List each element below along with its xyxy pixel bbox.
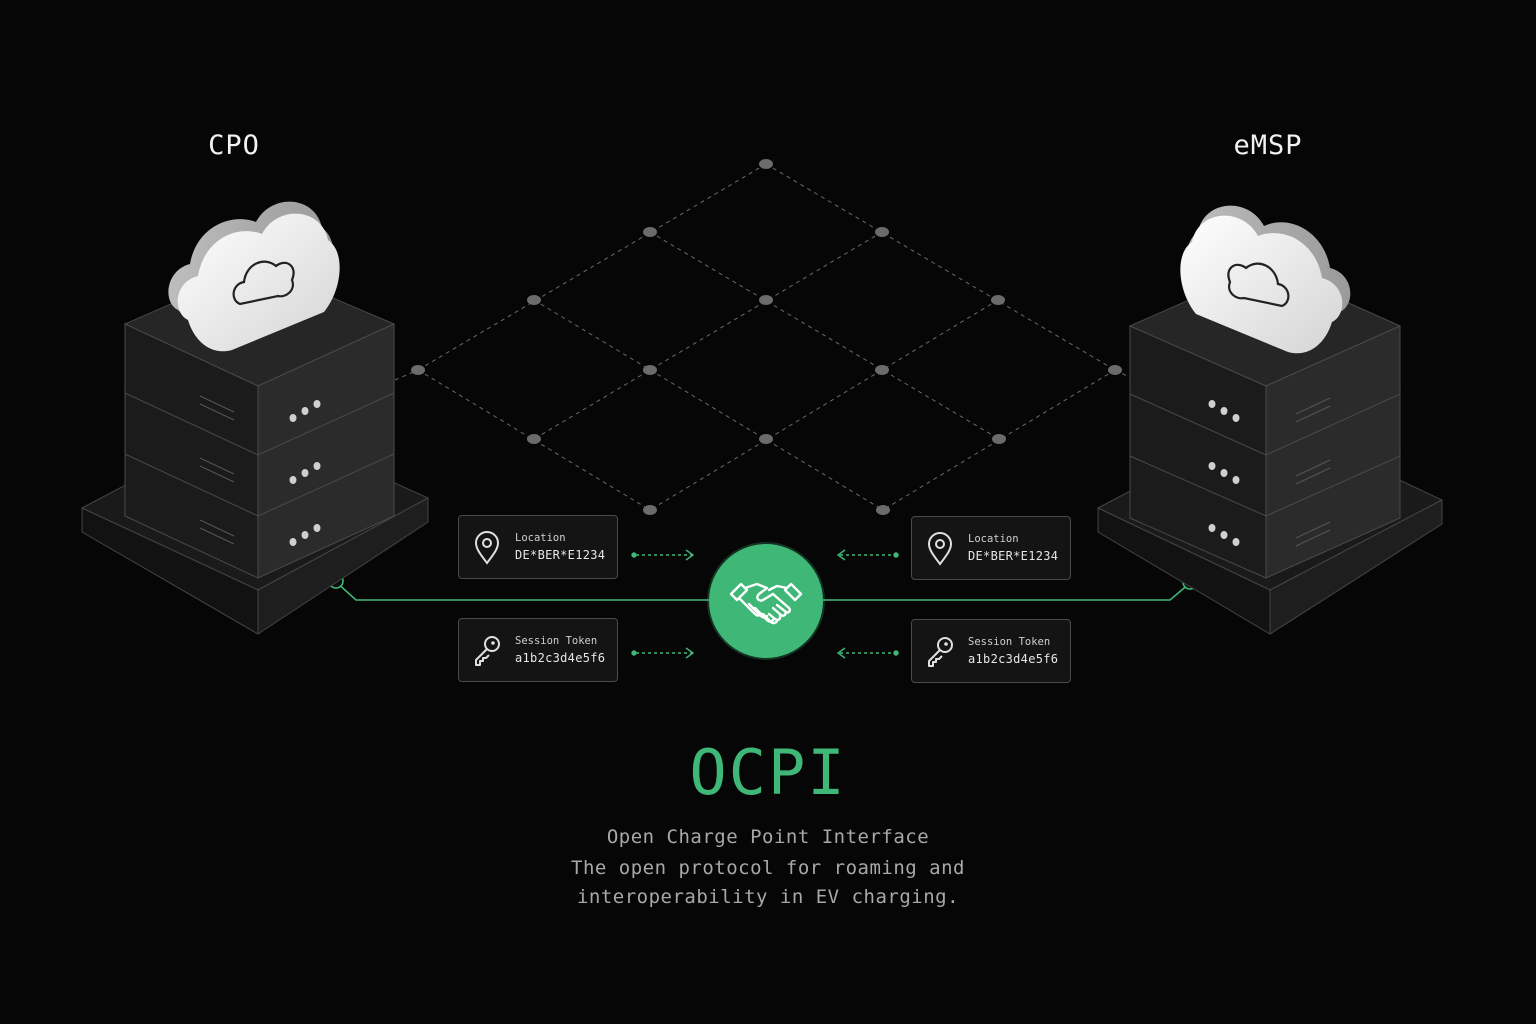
card-value: a1b2c3d4e5f6 (515, 651, 606, 665)
status-led (1208, 400, 1216, 408)
card-value: a1b2c3d4e5f6 (968, 652, 1059, 666)
mesh-node (876, 505, 890, 515)
key-icon (475, 636, 500, 666)
card-value: DE*BER*E1234 (515, 548, 606, 562)
mesh-node (643, 365, 657, 375)
mesh-node (527, 295, 541, 305)
cloud-icon (168, 201, 340, 352)
key-icon (928, 637, 953, 667)
emsp-location-card: Location DE*BER*E1234 (911, 516, 1071, 580)
network-mesh (394, 163, 1136, 511)
cpo-location-card: Location DE*BER*E1234 (458, 515, 618, 579)
location-pin-icon (927, 532, 953, 566)
emsp-session-token-card: Session Token a1b2c3d4e5f6 (911, 619, 1071, 683)
ocpi-subtitle: Open Charge Point Interface (606, 826, 930, 848)
status-led (1220, 469, 1228, 477)
mesh-node (992, 434, 1006, 444)
handshake-icon (729, 582, 803, 625)
status-led (1220, 531, 1228, 539)
card-title: Location (968, 533, 1019, 545)
card-value: DE*BER*E1234 (968, 549, 1059, 563)
network-nodes (411, 159, 1122, 515)
arrow-right-location (836, 549, 899, 561)
mesh-node (875, 227, 889, 237)
mesh-node (991, 295, 1005, 305)
mesh-node (759, 159, 773, 169)
mesh-node (643, 227, 657, 237)
card-title: Session Token (515, 635, 598, 647)
status-led (1232, 538, 1240, 546)
status-led (313, 462, 321, 470)
arrow-left-token (631, 647, 695, 659)
status-led (301, 531, 309, 539)
mesh-node (875, 365, 889, 375)
status-led (1208, 462, 1216, 470)
arrow-left-location (631, 549, 695, 561)
status-led (301, 407, 309, 415)
mesh-node (759, 434, 773, 444)
status-led (313, 524, 321, 532)
arrow-right-token (836, 647, 899, 659)
mesh-node (643, 505, 657, 515)
status-led (289, 414, 297, 422)
status-led (1208, 524, 1216, 532)
status-led (313, 400, 321, 408)
ocpi-description-line-1: The open protocol for roaming and (571, 857, 965, 879)
mesh-node (1108, 365, 1122, 375)
emsp-label: eMSP (1233, 130, 1303, 161)
emsp-server-stack (1096, 205, 1444, 635)
status-led (1232, 414, 1240, 422)
ocpi-hub (709, 544, 823, 658)
cloud-icon (1180, 205, 1351, 354)
status-led (1220, 407, 1228, 415)
cpo-session-token-card: Session Token a1b2c3d4e5f6 (458, 618, 618, 682)
card-title: Session Token (968, 636, 1051, 648)
location-pin-icon (474, 531, 500, 565)
status-led (301, 469, 309, 477)
mesh-node (411, 365, 425, 375)
status-led (289, 538, 297, 546)
status-led (1232, 476, 1240, 484)
ocpi-description-line-2: interoperability in EV charging. (576, 886, 960, 908)
card-title: Location (515, 532, 566, 544)
cpo-server-stack (80, 201, 430, 635)
cpo-label: CPO (208, 130, 260, 161)
mesh-node (759, 295, 773, 305)
ocpi-title: OCPI (689, 736, 847, 809)
status-led (289, 476, 297, 484)
mesh-node (527, 434, 541, 444)
